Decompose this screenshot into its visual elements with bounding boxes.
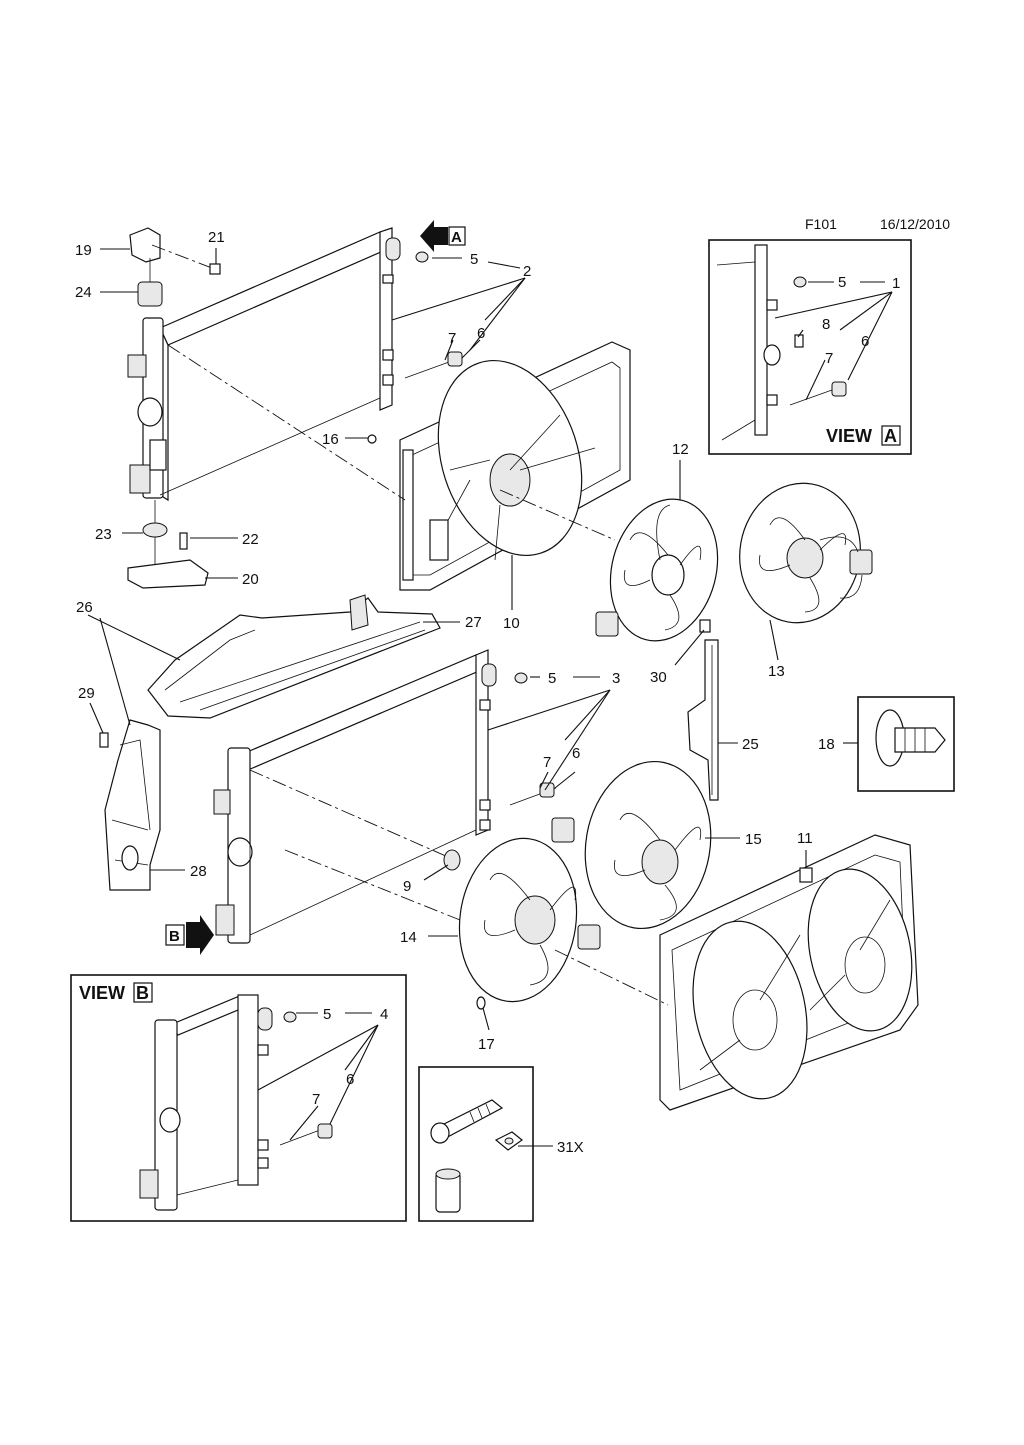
view-a-letter: A — [884, 426, 897, 446]
callout-28: 28 — [190, 863, 207, 880]
air-deflector — [147, 594, 441, 719]
marker-b-letter: B — [169, 928, 180, 945]
callout-27: 27 — [465, 614, 482, 631]
callout-25: 25 — [742, 736, 759, 753]
callout-10: 10 — [503, 615, 520, 632]
upper-radiator — [127, 227, 401, 502]
callout-15: 15 — [745, 831, 762, 848]
callout-5c: 5 — [838, 274, 846, 291]
fan-blade-15 — [577, 760, 712, 950]
callout-6d: 6 — [346, 1071, 354, 1088]
callout-7c: 7 — [825, 350, 833, 367]
callout-9: 9 — [403, 878, 411, 895]
callout-6c: 6 — [861, 333, 869, 350]
marker-a-letter: A — [451, 229, 462, 246]
callout-2: 2 — [523, 263, 531, 280]
bottom-mount-bracket — [127, 500, 209, 589]
view-b-title: VIEW — [79, 983, 125, 1003]
callout-7b: 7 — [543, 754, 551, 771]
view-b-marker: B — [165, 915, 214, 955]
callout-numbers: 19 21 24 5 2 7 6 16 12 23 22 20 26 27 10… — [75, 229, 900, 1156]
callout-3: 3 — [612, 670, 620, 687]
callout-19: 19 — [75, 242, 92, 259]
diagram-date: 16/12/2010 — [880, 216, 950, 232]
view-b-letter: B — [136, 983, 149, 1003]
callout-21: 21 — [208, 229, 225, 246]
view-b-box — [70, 974, 407, 1222]
callout-5b: 5 — [548, 670, 556, 687]
callout-6b: 6 — [572, 745, 580, 762]
repair-kit-31x — [430, 1099, 523, 1213]
fan-blade-13 — [739, 482, 873, 624]
single-fan-shroud — [399, 341, 631, 591]
callout-7a: 7 — [448, 330, 456, 347]
shroud-bracket — [687, 619, 719, 801]
push-clip-18 — [875, 709, 946, 767]
fan-blade-12 — [595, 498, 719, 642]
view-a-detail — [716, 244, 847, 441]
callout-8: 8 — [822, 316, 830, 333]
callout-31x: 31X — [557, 1139, 584, 1156]
clip-18-box — [857, 696, 955, 792]
side-baffle — [99, 719, 161, 891]
view-a-marker: A — [420, 220, 466, 252]
kit-31x-box — [418, 1066, 534, 1222]
fan-blade-14 — [458, 817, 578, 1010]
double-fan-shroud — [659, 834, 919, 1111]
callout-29: 29 — [78, 685, 95, 702]
callout-22: 22 — [242, 531, 259, 548]
callout-7d: 7 — [312, 1091, 320, 1108]
view-a-box — [708, 239, 912, 455]
callout-6a: 6 — [477, 325, 485, 342]
diagram-code: F101 — [805, 216, 837, 232]
top-mount-bracket — [129, 227, 221, 307]
callout-17: 17 — [478, 1036, 495, 1053]
callout-16: 16 — [322, 431, 339, 448]
leader-lines — [87, 248, 893, 1147]
callout-1: 1 — [892, 275, 900, 292]
callout-18: 18 — [818, 736, 835, 753]
callout-13: 13 — [768, 663, 785, 680]
lower-radiator — [213, 649, 497, 944]
callout-5d: 5 — [323, 1006, 331, 1023]
view-a-title: VIEW — [826, 426, 872, 446]
callout-23: 23 — [95, 526, 112, 543]
callout-12: 12 — [672, 441, 689, 458]
callout-30: 30 — [650, 669, 667, 686]
callout-5a: 5 — [470, 251, 478, 268]
callout-11: 11 — [797, 830, 813, 847]
seal-9 — [443, 849, 461, 871]
view-b-detail — [139, 994, 333, 1211]
callout-26: 26 — [76, 599, 93, 616]
callout-24: 24 — [75, 284, 92, 301]
callout-14: 14 — [400, 929, 417, 946]
callout-4: 4 — [380, 1006, 388, 1023]
callout-20: 20 — [242, 571, 259, 588]
